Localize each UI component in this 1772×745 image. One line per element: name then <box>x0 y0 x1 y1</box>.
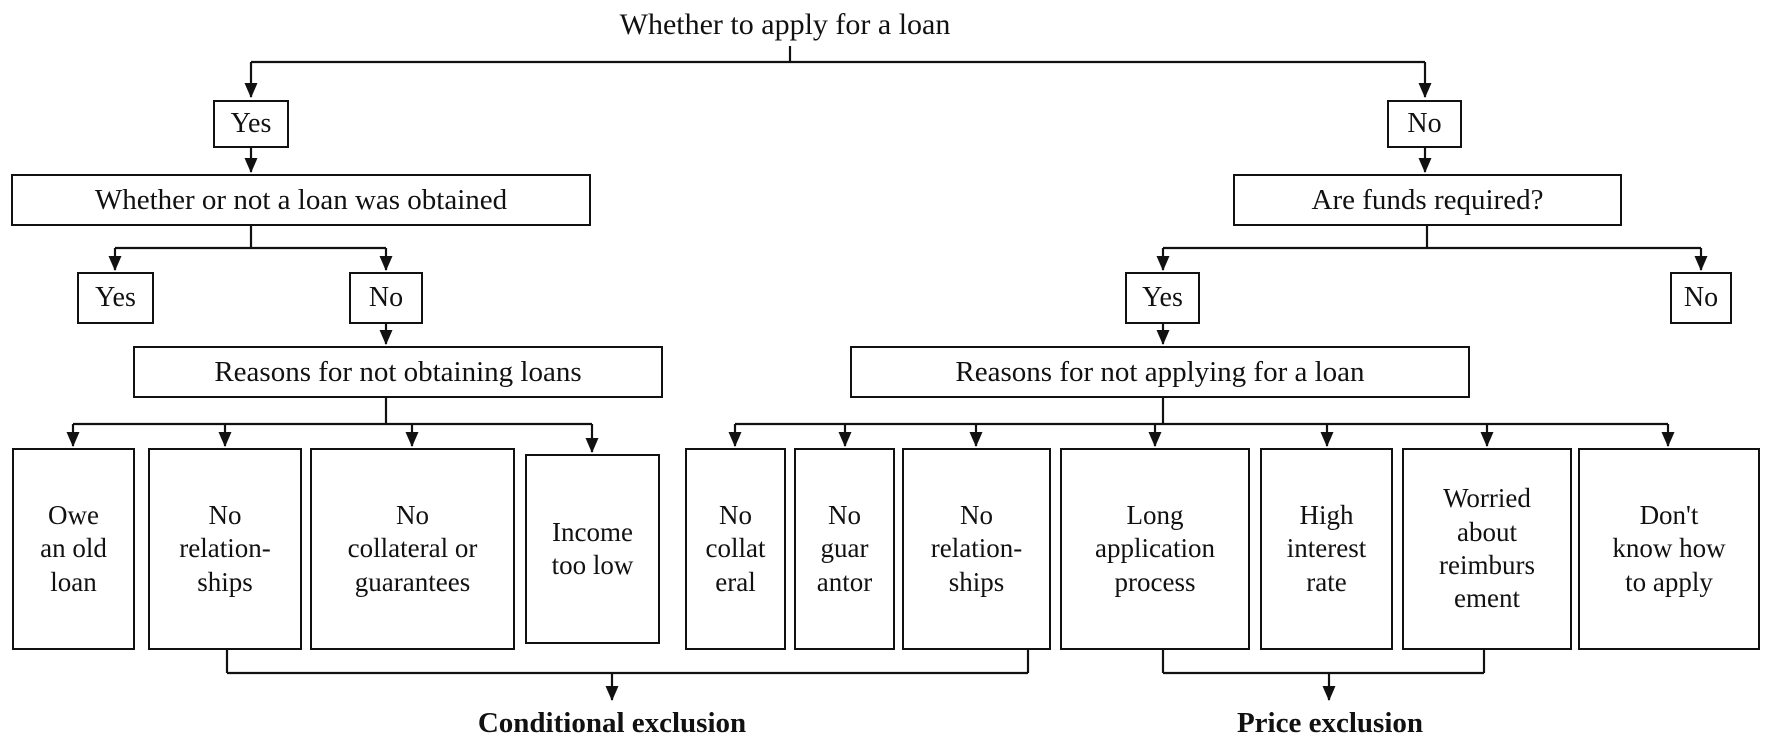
reason-dont-know-how-to-apply: Don't know how to apply <box>1578 448 1760 650</box>
obtained-no-box: No <box>349 272 423 324</box>
apply-no-box: No <box>1387 100 1462 148</box>
funds-no-box: No <box>1670 272 1732 324</box>
reason-no-relationships-right: No relation- ships <box>902 448 1051 650</box>
apply-yes-box: Yes <box>213 100 289 148</box>
reason-worried-reimbursement: Worried about reimburs ement <box>1402 448 1572 650</box>
loan-obtained-question-box: Whether or not a loan was obtained <box>11 174 591 226</box>
root-question: Whether to apply for a loan <box>619 8 951 42</box>
reasons-not-obtaining-box: Reasons for not obtaining loans <box>133 346 663 398</box>
funds-yes-box: Yes <box>1125 272 1200 324</box>
reasons-not-applying-box: Reasons for not applying for a loan <box>850 346 1470 398</box>
reason-owe-old-loan: Owe an old loan <box>12 448 135 650</box>
reason-high-interest-rate: High interest rate <box>1260 448 1393 650</box>
funds-required-question-box: Are funds required? <box>1233 174 1622 226</box>
reason-no-guarantor: No guar antor <box>794 448 895 650</box>
conditional-exclusion-label: Conditional exclusion <box>477 706 747 739</box>
reason-no-relationships-left: No relation- ships <box>148 448 302 650</box>
reason-no-collateral: No collat eral <box>685 448 786 650</box>
price-exclusion-label: Price exclusion <box>1236 706 1424 739</box>
reason-long-application-process: Long application process <box>1060 448 1250 650</box>
reason-income-too-low: Income too low <box>525 454 660 644</box>
obtained-yes-box: Yes <box>77 272 154 324</box>
reason-no-collateral-guarantees: No collateral or guarantees <box>310 448 515 650</box>
